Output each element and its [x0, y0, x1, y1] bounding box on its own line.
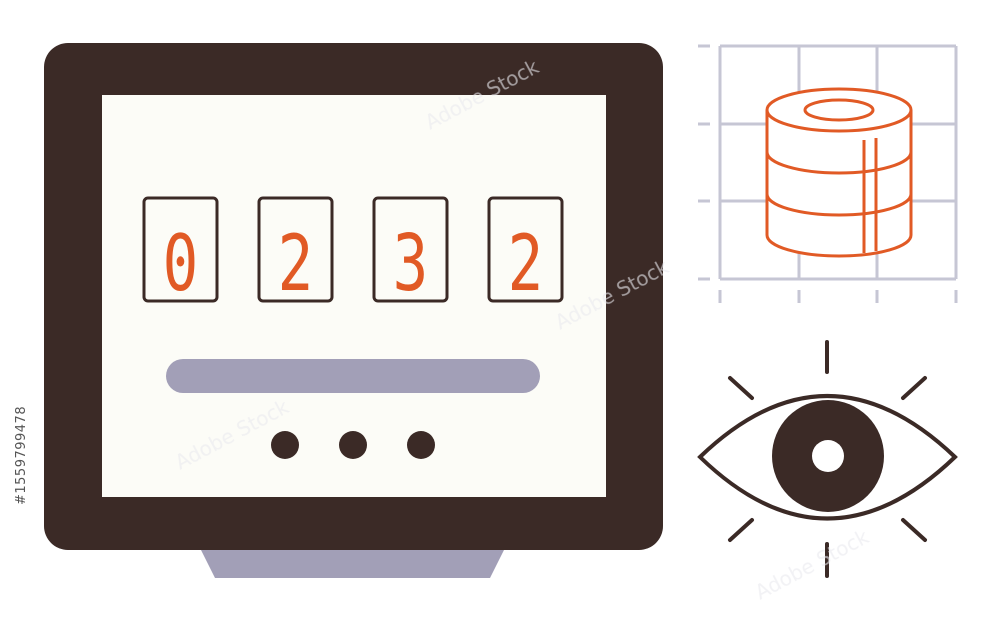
- digit-readout: 0 2 3 2: [163, 219, 544, 309]
- stock-id-label: #1559799478: [14, 405, 29, 505]
- eye-pupil-highlight: [812, 440, 844, 472]
- digit-window-2: [257, 196, 334, 303]
- meter-stand: [200, 548, 505, 578]
- meter-dot-3: [407, 431, 435, 459]
- meter-dot-2: [339, 431, 367, 459]
- meter-digit-1: 0: [163, 219, 199, 309]
- meter-dot-1: [271, 431, 299, 459]
- meter-digit-4: 2: [508, 219, 544, 309]
- digit-window-3: [372, 196, 449, 303]
- meter-digit-2: 2: [278, 219, 314, 309]
- database-stack-icon: [765, 87, 913, 258]
- svg-text:Adobe Stock: Adobe Stock: [751, 524, 873, 604]
- meter-dots: [271, 431, 435, 459]
- eye-icon: [697, 340, 958, 578]
- meter-bar: [166, 359, 540, 393]
- digital-meter-icon: 0 2 3 2: [44, 43, 663, 578]
- digit-window-1: [142, 196, 219, 303]
- meter-digit-3: 3: [393, 219, 429, 309]
- digit-windows: [142, 196, 564, 303]
- digit-window-4: [487, 196, 564, 303]
- meter-screen: [102, 95, 606, 497]
